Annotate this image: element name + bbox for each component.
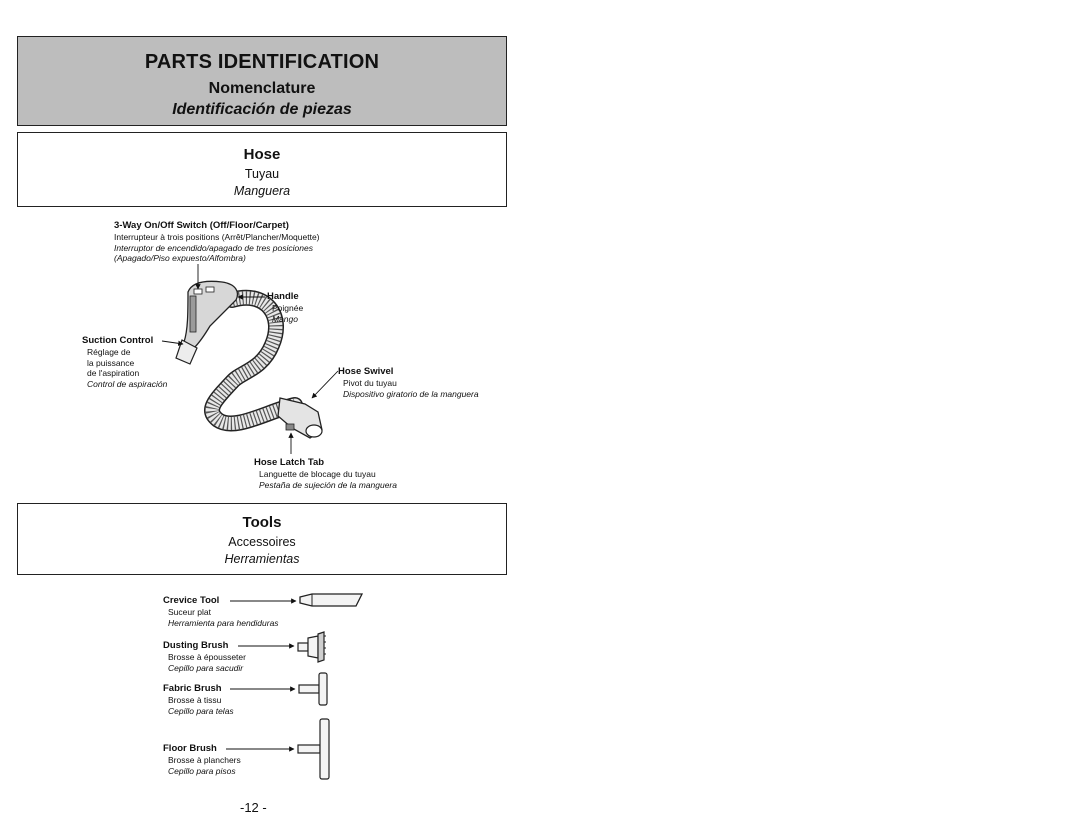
dusting-brush-label: Dusting Brush Brosse à épousseter Cepill…: [163, 640, 246, 673]
dusting-brush-illustration: [297, 631, 326, 663]
page-title-fr: Nomenclature: [208, 80, 316, 97]
hose-illustration: [175, 280, 323, 439]
page-title: PARTS IDENTIFICATION: [144, 51, 380, 73]
tools-title-es: Herramientas: [224, 552, 300, 566]
hose-section-header: Hose Tuyau Manguera: [17, 132, 507, 207]
tools-title-fr: Accessoires: [228, 535, 296, 549]
floor-brush-label: Floor Brush Brosse à planchers Cepillo p…: [163, 743, 241, 776]
hose-title-es: Manguera: [233, 184, 291, 198]
page-title-es: Identificación de piezas: [172, 101, 352, 118]
fabric-brush-label: Fabric Brush Brosse à tissu Cepillo para…: [163, 683, 234, 716]
hose-title-fr: Tuyau: [244, 167, 280, 181]
fabric-brush-illustration: [298, 672, 328, 706]
title-banner: PARTS IDENTIFICATION Nomenclature Identi…: [17, 36, 507, 126]
hose-title: Hose: [243, 146, 281, 163]
suction-control-label: Suction Control Réglage de la puissance …: [82, 335, 168, 389]
handle-label: Handle Poignée Mango: [267, 291, 304, 324]
crevice-tool-illustration: [299, 593, 364, 607]
page-number: -12 -: [240, 800, 267, 815]
tools-title: Tools: [242, 514, 282, 531]
crevice-tool-label: Crevice Tool Suceur plat Herramienta par…: [163, 595, 279, 628]
hose-latch-tab-label: Hose Latch Tab Languette de blocage du t…: [254, 457, 397, 490]
hose-swivel-label: Hose Swivel Pivot du tuyau Dispositivo g…: [338, 366, 479, 399]
switch-label: 3-Way On/Off Switch (Off/Floor/Carpet) I…: [114, 220, 320, 263]
floor-brush-illustration: [297, 718, 330, 780]
tools-section-header: Tools Accessoires Herramientas: [17, 503, 507, 575]
